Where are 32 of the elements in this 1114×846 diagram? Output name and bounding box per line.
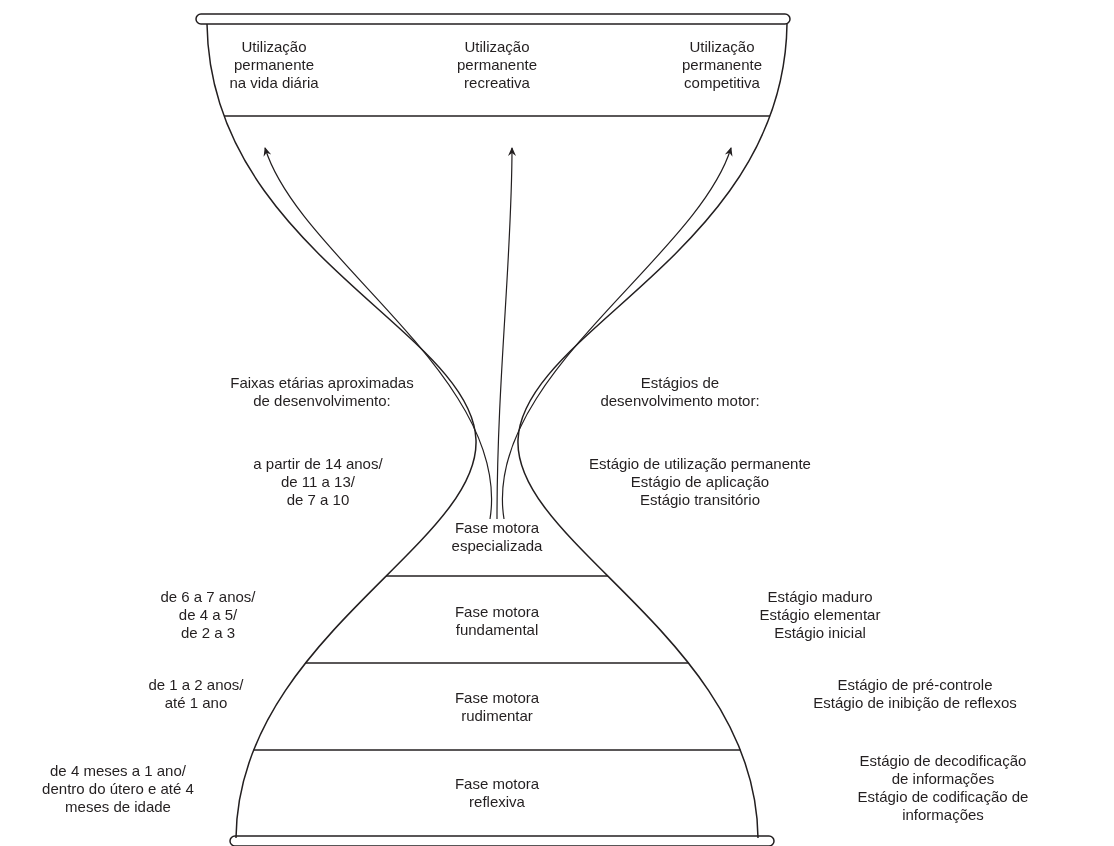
phase-label: Fase motora fundamental: [453, 603, 541, 639]
stage-text: Estágio de aplicação: [630, 473, 770, 491]
age-range-text: de 2 a 3: [180, 624, 236, 642]
stage-text: Estágio transitório: [639, 491, 761, 509]
phase-label: Fase motora reflexiva: [453, 775, 541, 811]
arrow: [496, 147, 516, 520]
age-range-text: a partir de 14 anos/: [253, 455, 383, 473]
stage-text: Estágio maduro: [767, 588, 873, 606]
stage-text: Estágio de codificação de informações: [856, 788, 1030, 824]
arrow: [502, 147, 732, 520]
age-range-text: até 1 ano: [164, 694, 228, 712]
column-heading: Faixas etárias aproximadas de desenvolvimento:: [229, 374, 415, 410]
stage-text: Estágio inicial: [774, 624, 866, 642]
phase-label: Utilização permanente recreativa: [455, 38, 539, 92]
stage-text: Estágio de decodificação de informações: [858, 752, 1028, 788]
age-range-text: de 4 a 5/: [178, 606, 238, 624]
stage-text: Estágio de inibição de reflexos: [813, 694, 1017, 712]
stage-text: Estágio elementar: [759, 606, 881, 624]
arrow: [264, 147, 492, 520]
age-range-text: de 11 a 13/: [281, 473, 355, 491]
phase-label: Fase motora especializada: [450, 519, 544, 555]
age-range-text: de 7 a 10: [286, 491, 350, 509]
phase-label: Fase motora rudimentar: [453, 689, 541, 725]
age-range-text: de 1 a 2 anos/: [148, 676, 244, 694]
phase-label: Utilização permanente competitiva: [680, 38, 764, 92]
age-range-text: dentro do útero e até 4 meses de idade: [41, 780, 195, 816]
phase-label: Utilização permanente na vida diária: [228, 38, 320, 92]
column-heading: Estágios de desenvolvimento motor:: [599, 374, 761, 410]
age-range-text: de 4 meses a 1 ano/: [50, 762, 186, 780]
stage-text: Estágio de pré-controle: [837, 676, 993, 694]
stage-text: Estágio de utilização permanente: [589, 455, 811, 473]
age-range-text: de 6 a 7 anos/: [160, 588, 256, 606]
